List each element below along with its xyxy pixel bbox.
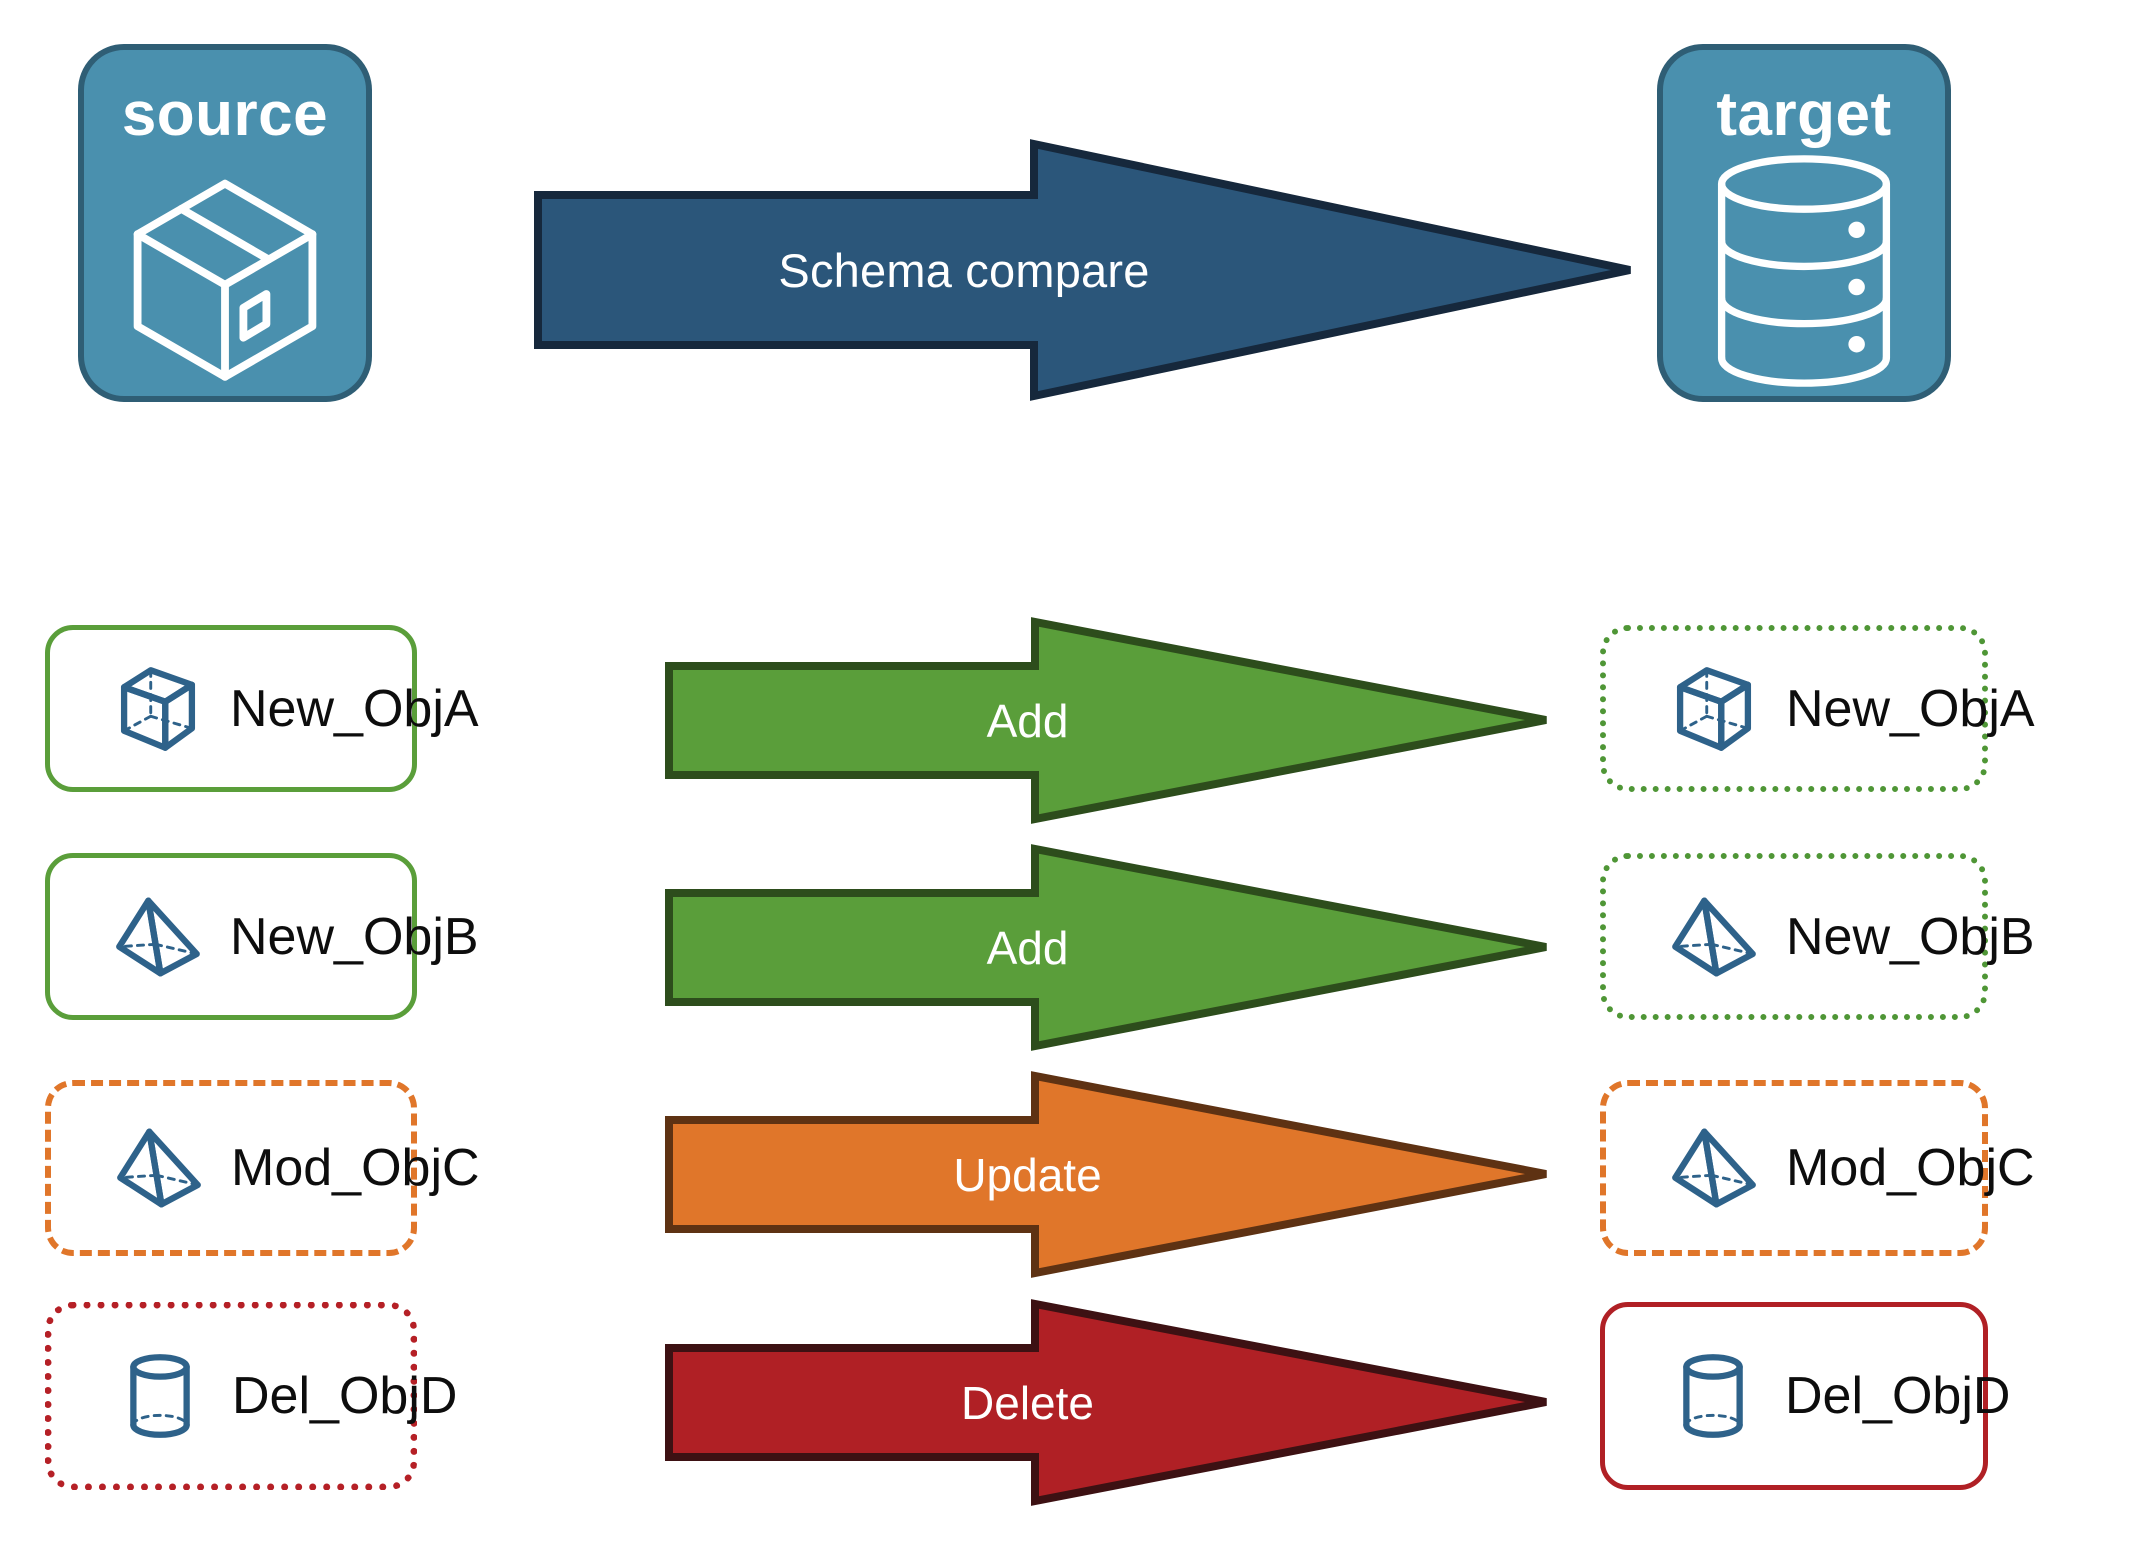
source-object-label: Mod_ObjC bbox=[231, 1139, 480, 1197]
action-arrow-add[interactable]: Add bbox=[665, 844, 1550, 1051]
wireframe-pyramid-icon bbox=[1668, 1118, 1760, 1218]
wireframe-cylinder-icon bbox=[1667, 1346, 1759, 1446]
source-object-label: Del_ObjD bbox=[232, 1367, 458, 1425]
source-object-row[interactable]: Mod_ObjC bbox=[45, 1080, 480, 1256]
source-object-row[interactable]: New_ObjB bbox=[45, 853, 479, 1020]
target-object-label: New_ObjB bbox=[1786, 907, 2035, 966]
wireframe-cube-icon bbox=[112, 659, 204, 759]
source-panel[interactable]: source bbox=[78, 44, 372, 402]
action-arrow-delete[interactable]: Delete bbox=[665, 1299, 1550, 1506]
target-object-label: Mod_ObjC bbox=[1786, 1139, 2035, 1197]
package-box-icon bbox=[84, 146, 366, 396]
target-panel[interactable]: target bbox=[1657, 44, 1951, 402]
schema-compare-arrow[interactable]: Schema compare bbox=[534, 139, 1634, 401]
source-object-row[interactable]: Del_ObjD bbox=[45, 1302, 457, 1490]
action-arrow-label: Delete bbox=[961, 1376, 1094, 1429]
target-object-label: Del_ObjD bbox=[1785, 1367, 2011, 1425]
target-object-row[interactable]: New_ObjA bbox=[1600, 625, 2035, 792]
schema-compare-arrow-label: Schema compare bbox=[778, 243, 1150, 297]
wireframe-pyramid-icon bbox=[1668, 887, 1760, 987]
action-arrow-label: Add bbox=[986, 694, 1069, 747]
source-object-row[interactable]: New_ObjA bbox=[45, 625, 479, 792]
wireframe-cube-icon bbox=[1668, 659, 1760, 759]
target-panel-title: target bbox=[1716, 80, 1892, 149]
wireframe-pyramid-icon bbox=[112, 887, 204, 987]
target-object-row[interactable]: Del_ObjD bbox=[1600, 1302, 2010, 1490]
action-arrow-label: Add bbox=[986, 921, 1069, 974]
wireframe-pyramid-icon bbox=[113, 1118, 205, 1218]
target-object-row[interactable]: New_ObjB bbox=[1600, 853, 2035, 1020]
database-cylinder-icon bbox=[1663, 146, 1945, 396]
action-arrow-update[interactable]: Update bbox=[665, 1071, 1550, 1278]
target-object-label: New_ObjA bbox=[1786, 679, 2035, 738]
action-arrow-add[interactable]: Add bbox=[665, 617, 1550, 824]
source-panel-title: source bbox=[121, 80, 329, 149]
source-object-label: New_ObjA bbox=[230, 679, 479, 738]
wireframe-cylinder-icon bbox=[114, 1346, 206, 1446]
target-object-row[interactable]: Mod_ObjC bbox=[1600, 1080, 2035, 1256]
source-object-label: New_ObjB bbox=[230, 907, 479, 966]
action-arrow-label: Update bbox=[953, 1148, 1102, 1201]
